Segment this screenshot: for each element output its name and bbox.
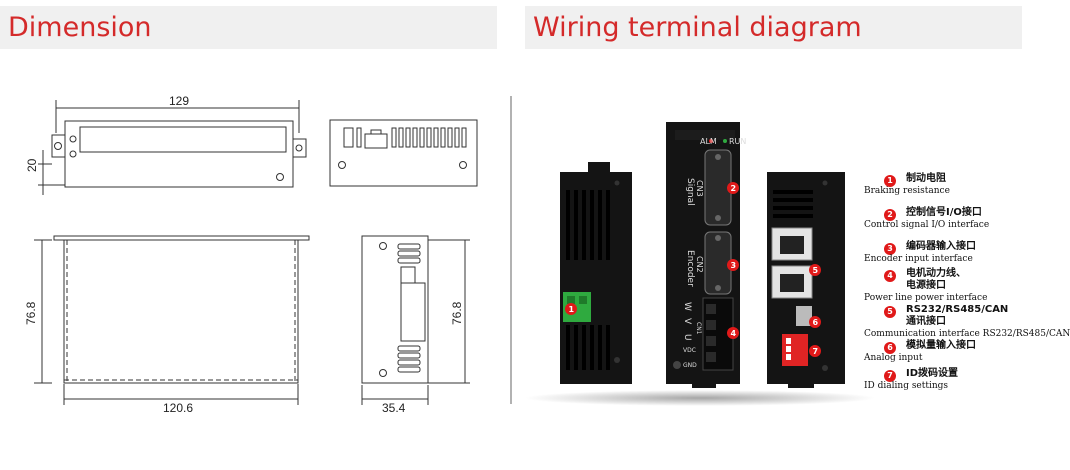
top-view: [38, 100, 307, 195]
badge-1: [565, 303, 577, 315]
side-unit: [560, 162, 632, 384]
legend-item-7: 7 ID拨码设置 ID dialing settings: [864, 368, 1064, 402]
front-view: [329, 119, 478, 187]
wiring-header: Wiring terminal diagram: [525, 6, 1022, 49]
legend-item-2: 2 控制信号I/O接口 Control signal I/O interface: [864, 207, 1064, 241]
dim-height-right: 76.8: [450, 301, 464, 325]
legend-badge: 6: [884, 342, 896, 354]
badge-7-text: 7: [813, 347, 819, 356]
legend-badge: 3: [884, 243, 896, 255]
legend-badge: 5: [884, 306, 896, 318]
label-vdc: VDC: [683, 347, 696, 354]
label-cn3: CN3: [695, 180, 704, 197]
rear-unit: [767, 172, 845, 388]
badge-3: [727, 259, 739, 271]
device-badges: 1 2 3 4 5 6 7: [565, 182, 821, 357]
dim-height-20: 20: [25, 158, 39, 172]
legend-cn: 制动电阻: [906, 173, 946, 184]
badge-4: [727, 327, 739, 339]
dim-height-left: 76.8: [24, 301, 38, 325]
legend-badge: 7: [884, 370, 896, 382]
legend-en: Encoder input interface: [864, 254, 973, 264]
legend-badge: 2: [884, 209, 896, 221]
side-view: [34, 235, 310, 405]
label-w: W: [682, 302, 692, 311]
legend-cn: 控制信号I/O接口: [906, 207, 982, 218]
badge-2: [727, 182, 739, 194]
badge-3-text: 3: [731, 261, 737, 270]
legend-en: Analog input: [864, 353, 923, 363]
legend-en: ID dialing settings: [864, 381, 949, 391]
label-signal: Signal: [685, 178, 695, 206]
dip-switch: [782, 334, 808, 366]
legend-en: Power line power interface: [864, 293, 988, 303]
legend-en: Control signal I/O interface: [864, 220, 990, 230]
legend-item-1: 1 制动电阻 Braking resistance: [864, 173, 1064, 207]
badge-5: [809, 264, 821, 276]
legend-cn: 编码器输入接口: [906, 241, 976, 252]
legend-item-6: 6 模拟量输入接口 Analog input: [864, 340, 1064, 368]
badge-6-text: 6: [813, 318, 819, 327]
badge-4-text: 4: [731, 329, 737, 338]
label-v: V: [682, 318, 692, 325]
legend-badge: 4: [884, 270, 896, 282]
label-u: U: [682, 334, 692, 341]
label-encoder: Encoder: [685, 250, 695, 287]
label-run: RUN: [729, 137, 746, 146]
badge-5-text: 5: [813, 266, 819, 275]
front-unit: [666, 122, 740, 388]
end-view: [361, 235, 470, 405]
label-cn2: CN2: [695, 256, 704, 273]
legend-en: Braking resistance: [864, 186, 950, 196]
legend-cn: 电机动力线、 电源接口: [906, 268, 966, 291]
badge-6: [809, 316, 821, 328]
legend-cn: 模拟量输入接口: [906, 340, 976, 351]
label-cn1: CN1: [695, 322, 702, 335]
dim-depth: 35.4: [382, 401, 406, 415]
label-alm: ALM: [700, 137, 717, 146]
label-gnd: GND: [683, 362, 697, 369]
dim-bottom-width: 120.6: [163, 401, 193, 415]
badge-7: [809, 345, 821, 357]
legend-en: Communication interface RS232/RS485/CAN: [864, 329, 1070, 339]
dimension-header: Dimension: [0, 6, 497, 49]
device-shadow: [525, 390, 875, 406]
legend-cn: RS232/RS485/CAN 通讯接口: [906, 304, 1009, 327]
badge-1-text: 1: [569, 305, 575, 314]
legend-item-4: 4 电机动力线、 电源接口 Power line power interface: [864, 268, 1064, 304]
legend-item-3: 3 编码器输入接口 Encoder input interface: [864, 241, 1064, 268]
badge-2-text: 2: [731, 184, 737, 193]
legend-cn: ID拨码设置: [906, 368, 959, 379]
analog-input: [796, 306, 812, 326]
dim-top-width: 129: [169, 94, 189, 108]
legend-item-5: 5 RS232/RS485/CAN 通讯接口 Communication int…: [864, 304, 1070, 340]
encoder-port: [704, 231, 732, 295]
legend-badge: 1: [884, 175, 896, 187]
wiring-legend: 1 制动电阻 Braking resistance 2 控制信号I/O接口 Co…: [864, 173, 1070, 402]
